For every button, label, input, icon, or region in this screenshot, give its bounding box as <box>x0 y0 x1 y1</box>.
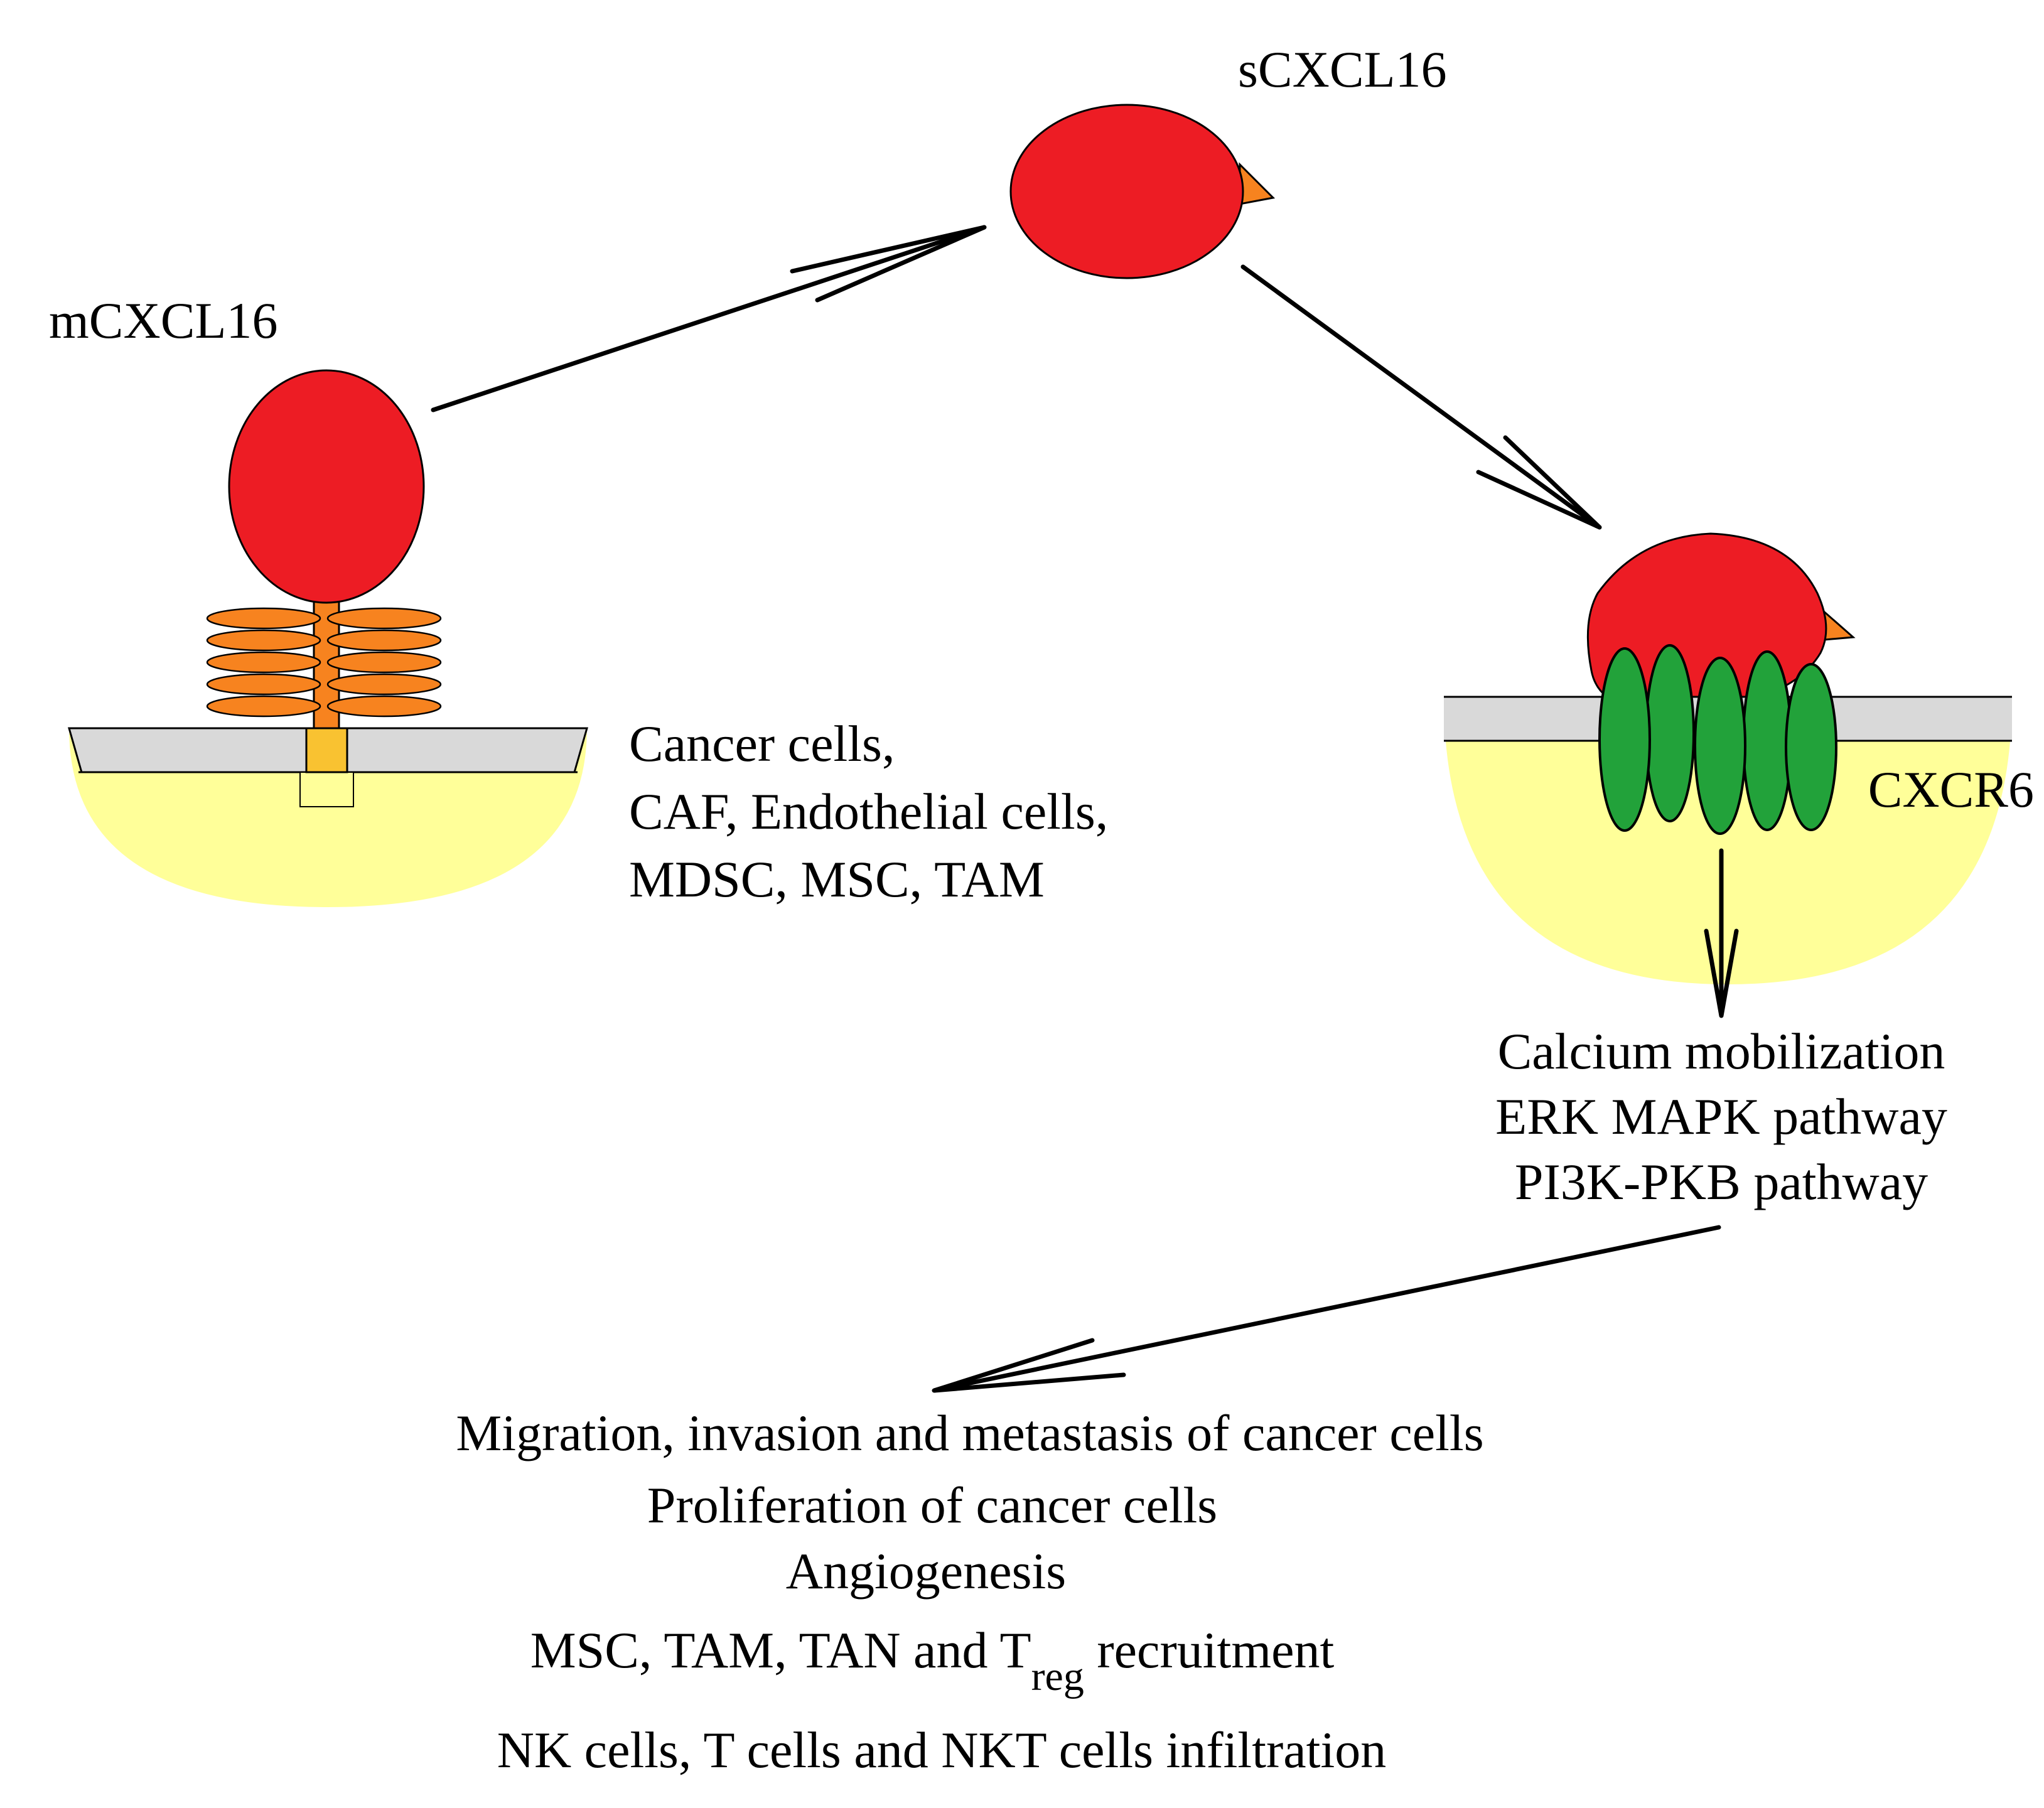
left-cell <box>68 727 588 907</box>
outcome-line: Migration, invasion and metastasis of ca… <box>456 1404 1483 1461</box>
cxcr6-helix <box>1742 650 1792 831</box>
outcome-line: MSC, TAM, TAN and Treg recruitment <box>530 1622 1335 1699</box>
outcome-line-part: MSC, TAM, TAN and T <box>530 1622 1031 1679</box>
cxcr6-helix <box>1785 663 1837 831</box>
cxcr6-label: CXCR6 <box>1868 761 2034 818</box>
right-cytoplasm <box>1444 697 2012 984</box>
mcxcl16-molecule <box>206 369 442 807</box>
signaling-arrow <box>1704 848 1739 1018</box>
outcome-arrow-head <box>933 1338 1126 1393</box>
outcome-line: NK cells, T cells and NKT cells infiltra… <box>497 1721 1387 1778</box>
signaling-arrow-head <box>1704 928 1739 1016</box>
binding-arrow-shaft <box>1240 264 1602 530</box>
scxcl16-chemokine <box>1009 104 1244 279</box>
mcxcl16-label: mCXCL16 <box>49 292 277 349</box>
mucin-disc <box>206 651 321 674</box>
mucin-disc <box>326 673 442 696</box>
mucin-disc <box>326 651 442 674</box>
outcome-arrow-shaft <box>932 1225 1721 1393</box>
source-cells-line: Cancer cells, <box>629 715 895 772</box>
source-cells-line: CAF, Endothelial cells, <box>629 783 1108 840</box>
mucin-stalk-discs <box>206 607 442 718</box>
mucin-disc <box>326 607 442 630</box>
outcome-arrow <box>932 1225 1721 1393</box>
mucin-disc <box>206 673 321 696</box>
cxcr6-helix <box>1694 657 1746 835</box>
signaling-line: PI3K-PKB pathway <box>1515 1153 1928 1210</box>
cxcr6-helix <box>1598 647 1651 832</box>
outcomes-text: Migration, invasion and metastasis of ca… <box>456 1404 1483 1778</box>
mucin-disc <box>206 607 321 630</box>
cxcr6-receptor <box>1598 644 1837 835</box>
transmembrane-domain <box>305 727 348 773</box>
outcome-line-part: recruitment <box>1084 1622 1335 1679</box>
scxcl16-molecule <box>1009 104 1276 279</box>
cxcr6-helix <box>1645 644 1695 822</box>
signaling-line: Calcium mobilization <box>1498 1023 1945 1080</box>
mucin-disc <box>206 695 321 718</box>
outcome-line: Proliferation of cancer cells <box>647 1477 1217 1534</box>
shedding-arrow-shaft <box>431 225 987 412</box>
mucin-disc <box>326 629 442 652</box>
scxcl16-label: sCXCL16 <box>1238 41 1447 98</box>
binding-arrow <box>1240 264 1602 530</box>
mucin-disc <box>206 629 321 652</box>
scxcl16-tail <box>1239 162 1276 205</box>
signaling-text: Calcium mobilization ERK MAPK pathway PI… <box>1495 1023 1947 1210</box>
outcome-line: Angiogenesis <box>786 1542 1066 1600</box>
treg-subscript: reg <box>1031 1654 1084 1699</box>
source-cells-text: Cancer cells, CAF, Endothelial cells, MD… <box>629 715 1108 908</box>
binding-arrow-head <box>1476 435 1601 530</box>
shedding-arrow-head <box>790 225 986 303</box>
shedding-arrow <box>431 225 987 412</box>
intracellular-domain <box>299 772 354 807</box>
mucin-disc <box>326 695 442 718</box>
mcxcl16-chemokine-domain <box>228 369 425 604</box>
signaling-line: ERK MAPK pathway <box>1495 1088 1947 1145</box>
source-cells-line: MDSC, MSC, TAM <box>629 851 1045 908</box>
